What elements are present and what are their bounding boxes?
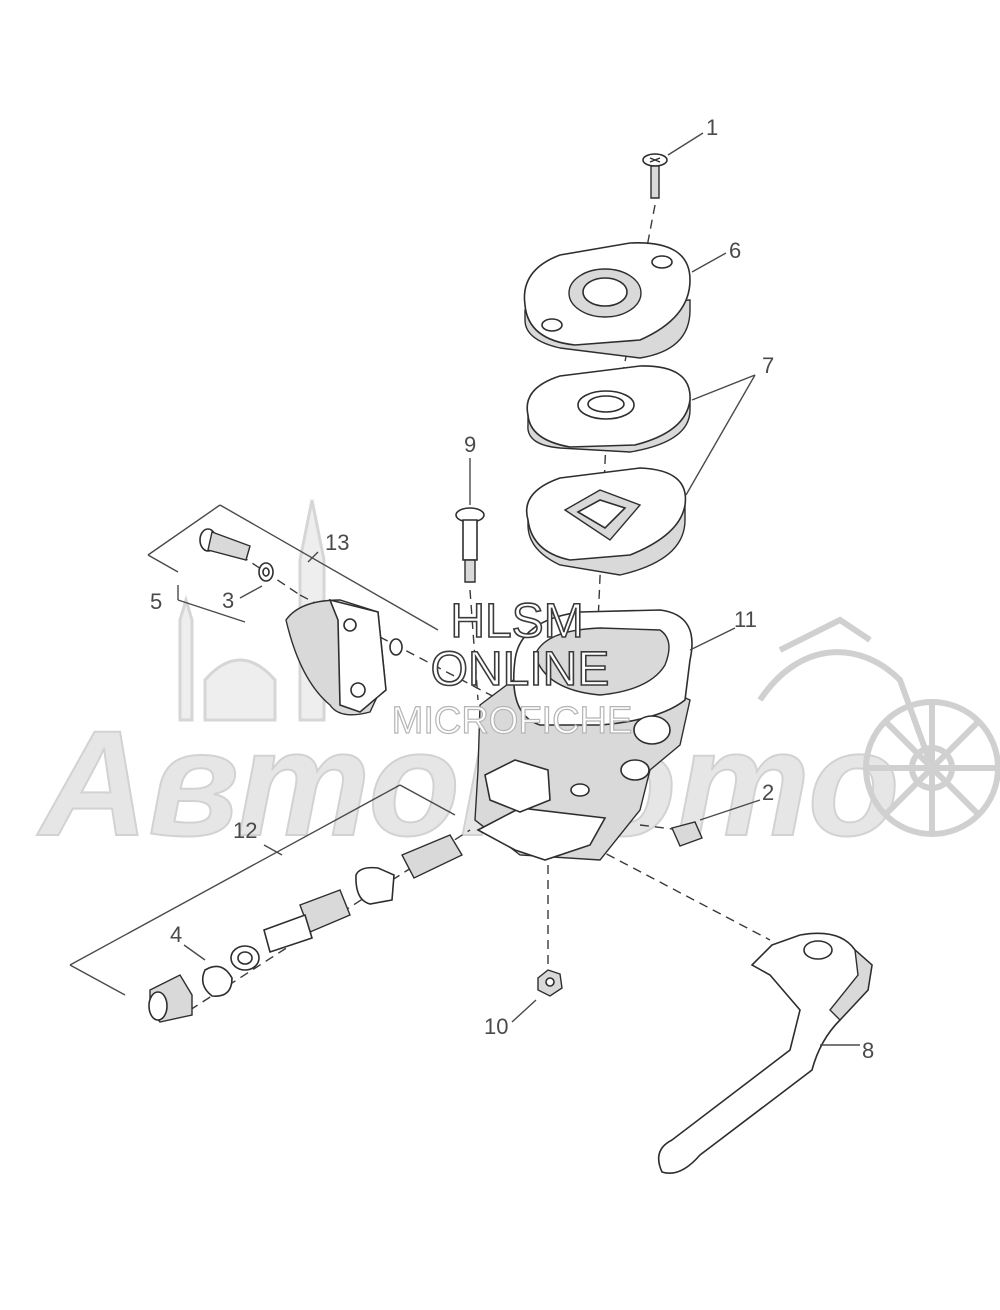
- callout-13: 13: [325, 530, 349, 555]
- part-pivot-pin-9: [455, 507, 485, 583]
- part-clamp-13: [285, 598, 387, 716]
- part-o-ring: [389, 638, 403, 656]
- part-screw-1: [642, 153, 668, 199]
- part-set-screw-2: [671, 821, 703, 847]
- part-master-cylinder-body-11: [474, 609, 693, 861]
- part-retaining-ring-4: [201, 965, 233, 997]
- callout-6: 6: [729, 238, 741, 263]
- callout-2: 2: [762, 780, 774, 805]
- part-reservoir-cover-6: [523, 242, 691, 359]
- part-washer-3: [258, 562, 274, 582]
- callout-8: 8: [862, 1038, 874, 1063]
- callout-4: 4: [170, 922, 182, 947]
- watermark-line2: ONLINE: [431, 643, 610, 696]
- part-nut-10: [537, 969, 563, 997]
- part-hand-lever-8: [657, 932, 873, 1174]
- callout-5: 5: [150, 589, 162, 614]
- callout-9: 9: [464, 432, 476, 457]
- motorcycle-watermark-icon: [757, 616, 1000, 837]
- callout-3: 3: [222, 588, 234, 613]
- watermark-logo-text: АвтоМото: [36, 699, 900, 867]
- callout-1: 1: [706, 115, 718, 140]
- watermark-line1: HLSM: [450, 595, 583, 648]
- callout-12: 12: [233, 818, 257, 843]
- part-diaphragm-7: [526, 467, 687, 576]
- watermark-line3: MICROFICHE: [392, 700, 633, 742]
- callout-11: 11: [734, 607, 757, 632]
- callout-7: 7: [762, 353, 774, 378]
- callout-10: 10: [484, 1014, 508, 1039]
- part-clamp-screw-5: [199, 528, 251, 561]
- hlsm-watermark: HLSM ONLINE MICROFICHE: [391, 594, 633, 742]
- callout-labels: 1 2 3 4 5 6 7 8 9 10 11 12 13: [150, 115, 874, 1063]
- part-boot: [148, 974, 193, 1023]
- watermark-logo: АвтоМото: [35, 499, 1000, 868]
- part-diaphragm-plate-7: [526, 365, 691, 453]
- leader-lines: [69, 132, 860, 1046]
- part-piston-assembly-12: [230, 834, 463, 971]
